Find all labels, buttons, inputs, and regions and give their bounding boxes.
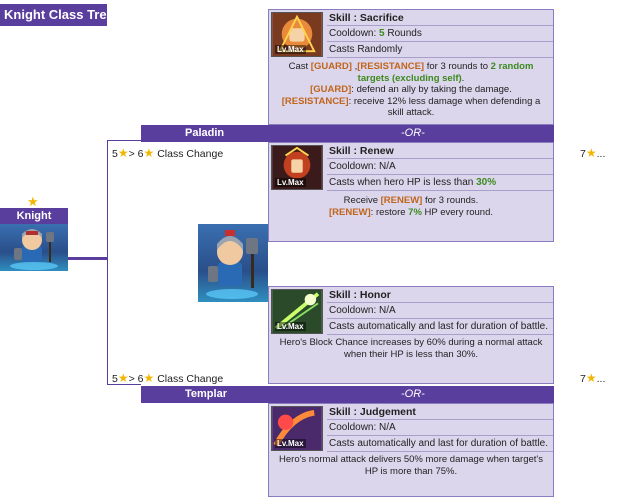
skill-level-badge: Lv.Max bbox=[275, 322, 306, 331]
honor-skill-icon: Lv.Max bbox=[271, 289, 323, 334]
sacrifice-skill-icon: Lv.Max bbox=[271, 12, 323, 57]
star-icon: ★ bbox=[585, 146, 597, 160]
skill-name: Skill : Renew bbox=[327, 143, 553, 159]
judgement-skill-icon: Lv.Max bbox=[271, 406, 323, 451]
skill-trigger: Casts when hero HP is less than 30% bbox=[327, 175, 553, 191]
skill-card-judgement[interactable]: Lv.Max Skill : Judgement Cooldown: N/A C… bbox=[268, 403, 554, 497]
skill-trigger: Casts Randomly bbox=[327, 42, 553, 58]
star-requirement: 7★... bbox=[580, 371, 606, 385]
skill-name: Skill : Honor bbox=[327, 287, 553, 303]
skill-cooldown: Cooldown: N/A bbox=[327, 420, 553, 436]
skill-description: Receive [RENEW] for 3 rounds. [RENEW]: r… bbox=[328, 195, 494, 218]
knight-figure-icon bbox=[10, 229, 58, 270]
skill-name: Skill : Sacrifice bbox=[327, 10, 553, 26]
skill-cooldown: Cooldown: 5 Rounds bbox=[327, 26, 553, 42]
skill-description: Hero's Block Chance increases by 60% dur… bbox=[279, 337, 543, 360]
or-label: -OR- bbox=[401, 388, 425, 400]
skill-description: Cast [GUARD] ,[RESISTANCE] for 3 rounds … bbox=[281, 61, 541, 118]
skill-level-badge: Lv.Max bbox=[275, 439, 306, 448]
class-name: Templar bbox=[185, 388, 227, 400]
skill-cooldown: Cooldown: N/A bbox=[327, 159, 553, 175]
star-requirement: 7★... bbox=[580, 146, 606, 160]
class-name: Paladin bbox=[185, 127, 225, 139]
skill-card-honor[interactable]: Lv.Max Skill : Honor Cooldown: N/A Casts… bbox=[268, 286, 554, 384]
class-portrait[interactable] bbox=[198, 224, 268, 302]
star-icon: ★ bbox=[27, 194, 39, 209]
star-icon: ★ bbox=[143, 146, 155, 160]
connector-line bbox=[68, 257, 108, 260]
skill-level-badge: Lv.Max bbox=[275, 178, 306, 187]
skill-card-renew[interactable]: Lv.Max Skill : Renew Cooldown: N/A Casts… bbox=[268, 142, 554, 242]
knight-portrait bbox=[0, 224, 68, 271]
class-bar-templar[interactable]: Templar -OR- bbox=[141, 386, 554, 403]
star-icon: ★ bbox=[117, 146, 129, 160]
knight-figure-icon bbox=[206, 230, 258, 299]
skill-trigger: Casts automatically and last for duratio… bbox=[327, 436, 553, 452]
connector-line bbox=[107, 140, 108, 384]
star-icon: ★ bbox=[585, 371, 597, 385]
or-label: -OR- bbox=[401, 127, 425, 139]
connector-line bbox=[107, 140, 141, 141]
skill-cooldown: Cooldown: N/A bbox=[327, 303, 553, 319]
skill-trigger: Casts automatically and last for duratio… bbox=[327, 319, 553, 335]
connector-line bbox=[107, 384, 141, 385]
class-change-templar: 5★> 6★ Class Change bbox=[112, 371, 224, 385]
star-icon: ★ bbox=[143, 371, 155, 385]
skill-level-badge: Lv.Max bbox=[275, 45, 306, 54]
skill-description: Hero's normal attack delivers 50% more d… bbox=[279, 454, 543, 477]
star-icon: ★ bbox=[117, 371, 129, 385]
skill-name: Skill : Judgement bbox=[327, 404, 553, 420]
class-change-paladin: 5★> 6★ Class Change bbox=[112, 146, 224, 160]
skill-card-sacrifice[interactable]: Lv.Max Skill : Sacrifice Cooldown: 5 Rou… bbox=[268, 9, 554, 125]
renew-skill-icon: Lv.Max bbox=[271, 145, 323, 190]
hero-name: Knight bbox=[0, 208, 68, 224]
page-title: Knight Class Tree bbox=[0, 4, 114, 26]
class-bar-paladin[interactable]: Paladin -OR- bbox=[141, 125, 554, 142]
